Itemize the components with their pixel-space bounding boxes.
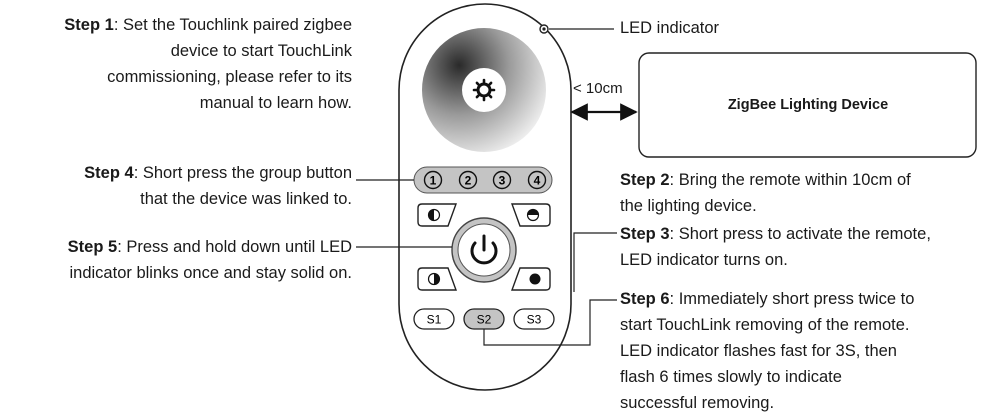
zigbee-device-box xyxy=(638,52,977,158)
step6-label: Step 6 xyxy=(620,290,670,308)
color-temp-down-button[interactable] xyxy=(417,267,457,291)
step6-line2: start TouchLink removing of the remote. xyxy=(620,316,910,334)
step5-text: Step 5: Press and hold down until LED in… xyxy=(68,234,352,286)
step5-line1: Step 5: Press and hold down until LED xyxy=(67,238,352,256)
step3-label: Step 3 xyxy=(620,225,670,243)
step3-line1: Step 3: Short press to activate the remo… xyxy=(620,225,931,243)
scene-button-s3-label: S3 xyxy=(527,313,542,327)
step3-text: Step 3: Short press to activate the remo… xyxy=(620,221,931,273)
filled-circle-icon xyxy=(529,273,541,285)
scene-button-s1[interactable]: S1 xyxy=(413,308,455,330)
step1-text: Step 1: Set the Touchlink paired zigbee … xyxy=(64,12,352,116)
group-button-3[interactable]: 3 xyxy=(492,170,512,190)
step6-line4: flash 6 times slowly to indicate xyxy=(620,368,842,386)
power-icon xyxy=(470,234,498,265)
gear-icon xyxy=(472,78,496,102)
step6-line5: successful removing. xyxy=(620,394,775,412)
scene-button-s2-label: S2 xyxy=(477,313,492,327)
group-button-4-label: 4 xyxy=(534,174,541,188)
group-button-2-label: 2 xyxy=(465,174,472,188)
scene-button-s1-label: S1 xyxy=(427,313,442,327)
step5-line2: indicator blinks once and stay solid on. xyxy=(69,264,353,282)
step4-line1: Step 4: Short press the group button xyxy=(84,164,352,182)
brightness-down-button[interactable] xyxy=(417,203,457,227)
half-circle-icon xyxy=(526,208,540,222)
step2-label: Step 2 xyxy=(620,171,670,189)
step1-line2: device to start TouchLink xyxy=(170,42,352,60)
step6-text: Step 6: Immediately short press twice to… xyxy=(620,286,914,416)
step6-line1: Step 6: Immediately short press twice to xyxy=(620,290,915,308)
step4-line2: that the device was linked to. xyxy=(140,190,352,208)
step2-text: Step 2: Bring the remote within 10cm of … xyxy=(620,167,911,219)
step1-label: Step 1 xyxy=(64,16,114,34)
half-circle-icon xyxy=(427,272,441,286)
step1-line1: Step 1: Set the Touchlink paired zigbee xyxy=(64,16,352,34)
leader-lines xyxy=(356,28,617,346)
group-button-4[interactable]: 4 xyxy=(527,170,547,190)
step2-line2: the lighting device. xyxy=(620,197,757,215)
scene-button-s2[interactable]: S2 xyxy=(463,308,505,330)
scene-button-s3[interactable]: S3 xyxy=(513,308,555,330)
distance-label: < 10cm xyxy=(573,80,623,97)
brightness-up-button[interactable] xyxy=(511,203,551,227)
color-temp-up-button[interactable] xyxy=(511,267,551,291)
step5-label: Step 5 xyxy=(67,238,118,256)
wheel-center-button[interactable] xyxy=(462,68,506,112)
step4-text: Step 4: Short press the group button tha… xyxy=(84,160,352,212)
step1-line4: manual to learn how. xyxy=(199,94,352,112)
step2-line1: Step 2: Bring the remote within 10cm of xyxy=(620,171,911,189)
led-indicator-label: LED indicator xyxy=(620,19,720,37)
group-button-1-label: 1 xyxy=(430,174,437,188)
step4-label: Step 4 xyxy=(84,164,134,182)
group-button-3-label: 3 xyxy=(499,174,506,188)
zigbee-device-label: ZigBee Lighting Device xyxy=(727,97,889,113)
group-button-1[interactable]: 1 xyxy=(423,170,443,190)
half-circle-icon xyxy=(427,208,441,222)
step6-line3: LED indicator flashes fast for 3S, then xyxy=(620,342,897,360)
group-button-2[interactable]: 2 xyxy=(458,170,478,190)
step3-line2: LED indicator turns on. xyxy=(620,251,788,269)
step1-line3: commissioning, please refer to its xyxy=(107,68,352,86)
